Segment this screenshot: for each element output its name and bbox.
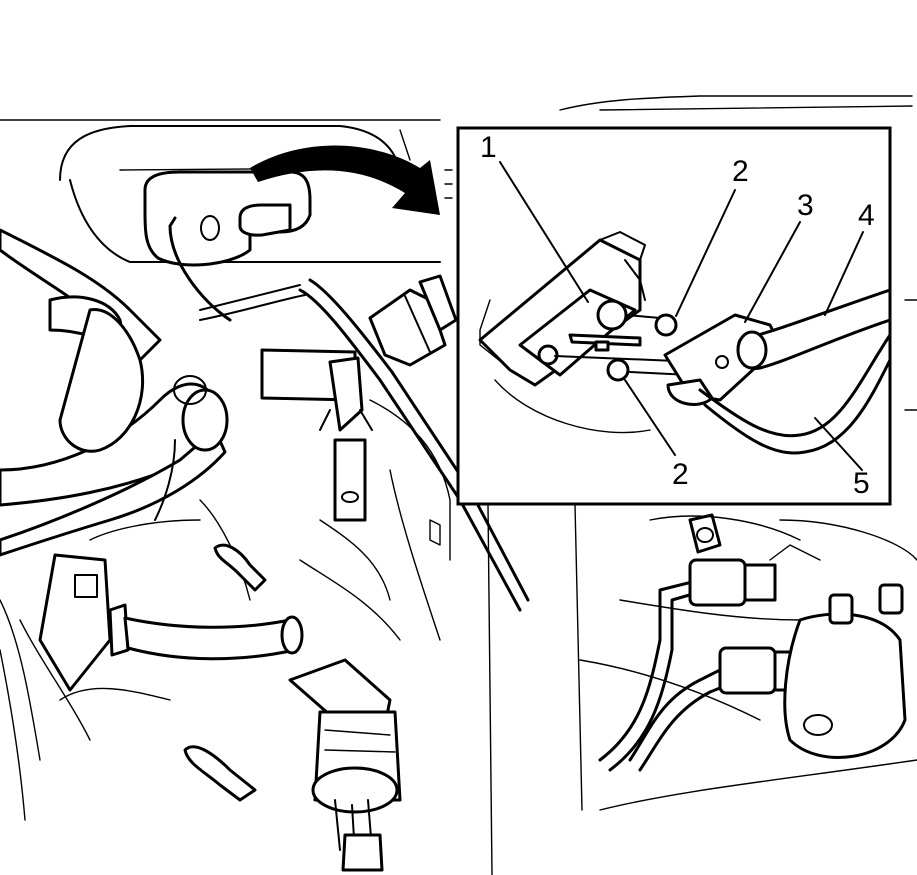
callout-3: 3 (797, 189, 814, 222)
callout-4: 4 (858, 199, 875, 232)
coolant-hose-middle (0, 428, 227, 557)
injector-connector (288, 658, 402, 872)
o-ring-lower (606, 358, 630, 382)
direction-arrow (250, 145, 440, 215)
callout-2-lower: 2 (672, 458, 689, 491)
detail-inset: 1 2 3 4 2 5 (456, 126, 892, 506)
fuel-pipe-lower (698, 333, 892, 438)
callout-5: 5 (853, 467, 870, 500)
engine-bay-scene (0, 95, 917, 875)
fuel-line-fittings-right (579, 513, 917, 811)
callout-2-upper: 2 (732, 155, 749, 188)
fuel-rail-block (478, 231, 646, 387)
o-ring-upper (654, 313, 678, 337)
connector-boot (368, 288, 447, 367)
sensor-connector-left (38, 553, 304, 692)
callout-1: 1 (480, 131, 497, 164)
